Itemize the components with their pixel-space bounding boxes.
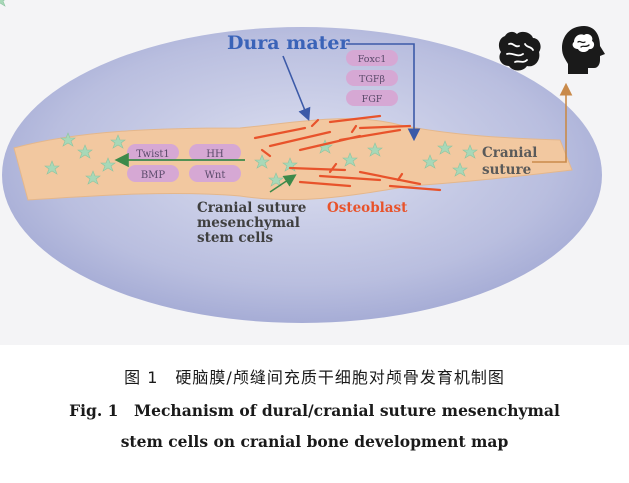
- stem-cell-arrow: [269, 174, 297, 193]
- dura-arrow-down: [282, 55, 311, 121]
- factor-foxc1: Foxc1: [358, 54, 387, 65]
- caption-english-line1: Fig. 1 Mechanism of dural/cranial suture…: [69, 401, 560, 420]
- head-brain-icon: [562, 26, 605, 74]
- suture-factor-pills: Twist1 HH BMP Wnt: [127, 144, 241, 182]
- mechanism-diagram: Twist1 HH BMP Wnt Foxc1 TGFβ FGF Dura ma…: [0, 0, 629, 345]
- stem-cells-label: Cranial suture mesenchymal stem cells: [197, 200, 311, 246]
- cranial-suture-arrow: [532, 82, 573, 163]
- caption-english-line2: stem cells on cranial bone development m…: [120, 432, 509, 451]
- factor-wnt: Wnt: [205, 170, 226, 181]
- factor-fgf: FGF: [362, 94, 383, 105]
- factor-twist1: Twist1: [136, 149, 170, 160]
- stem-cells: [0, 0, 478, 187]
- factor-tgfb: TGFβ: [359, 74, 386, 85]
- dura-factor-pills: Foxc1 TGFβ FGF: [346, 50, 398, 106]
- factor-bmp: BMP: [141, 170, 166, 181]
- brain-icon: [498, 31, 541, 71]
- osteoblasts: [253, 114, 442, 192]
- caption-chinese: 图 1 硬脑膜/颅缝间充质干细胞对颅骨发育机制图: [124, 368, 505, 387]
- cranial-suture-label: Cranial suture: [482, 145, 542, 178]
- dura-mater-title: Dura mater: [227, 32, 351, 54]
- osteoblast-label: Osteoblast: [327, 200, 408, 216]
- factor-hh: HH: [206, 149, 224, 160]
- dura-arrow-right: [346, 43, 421, 142]
